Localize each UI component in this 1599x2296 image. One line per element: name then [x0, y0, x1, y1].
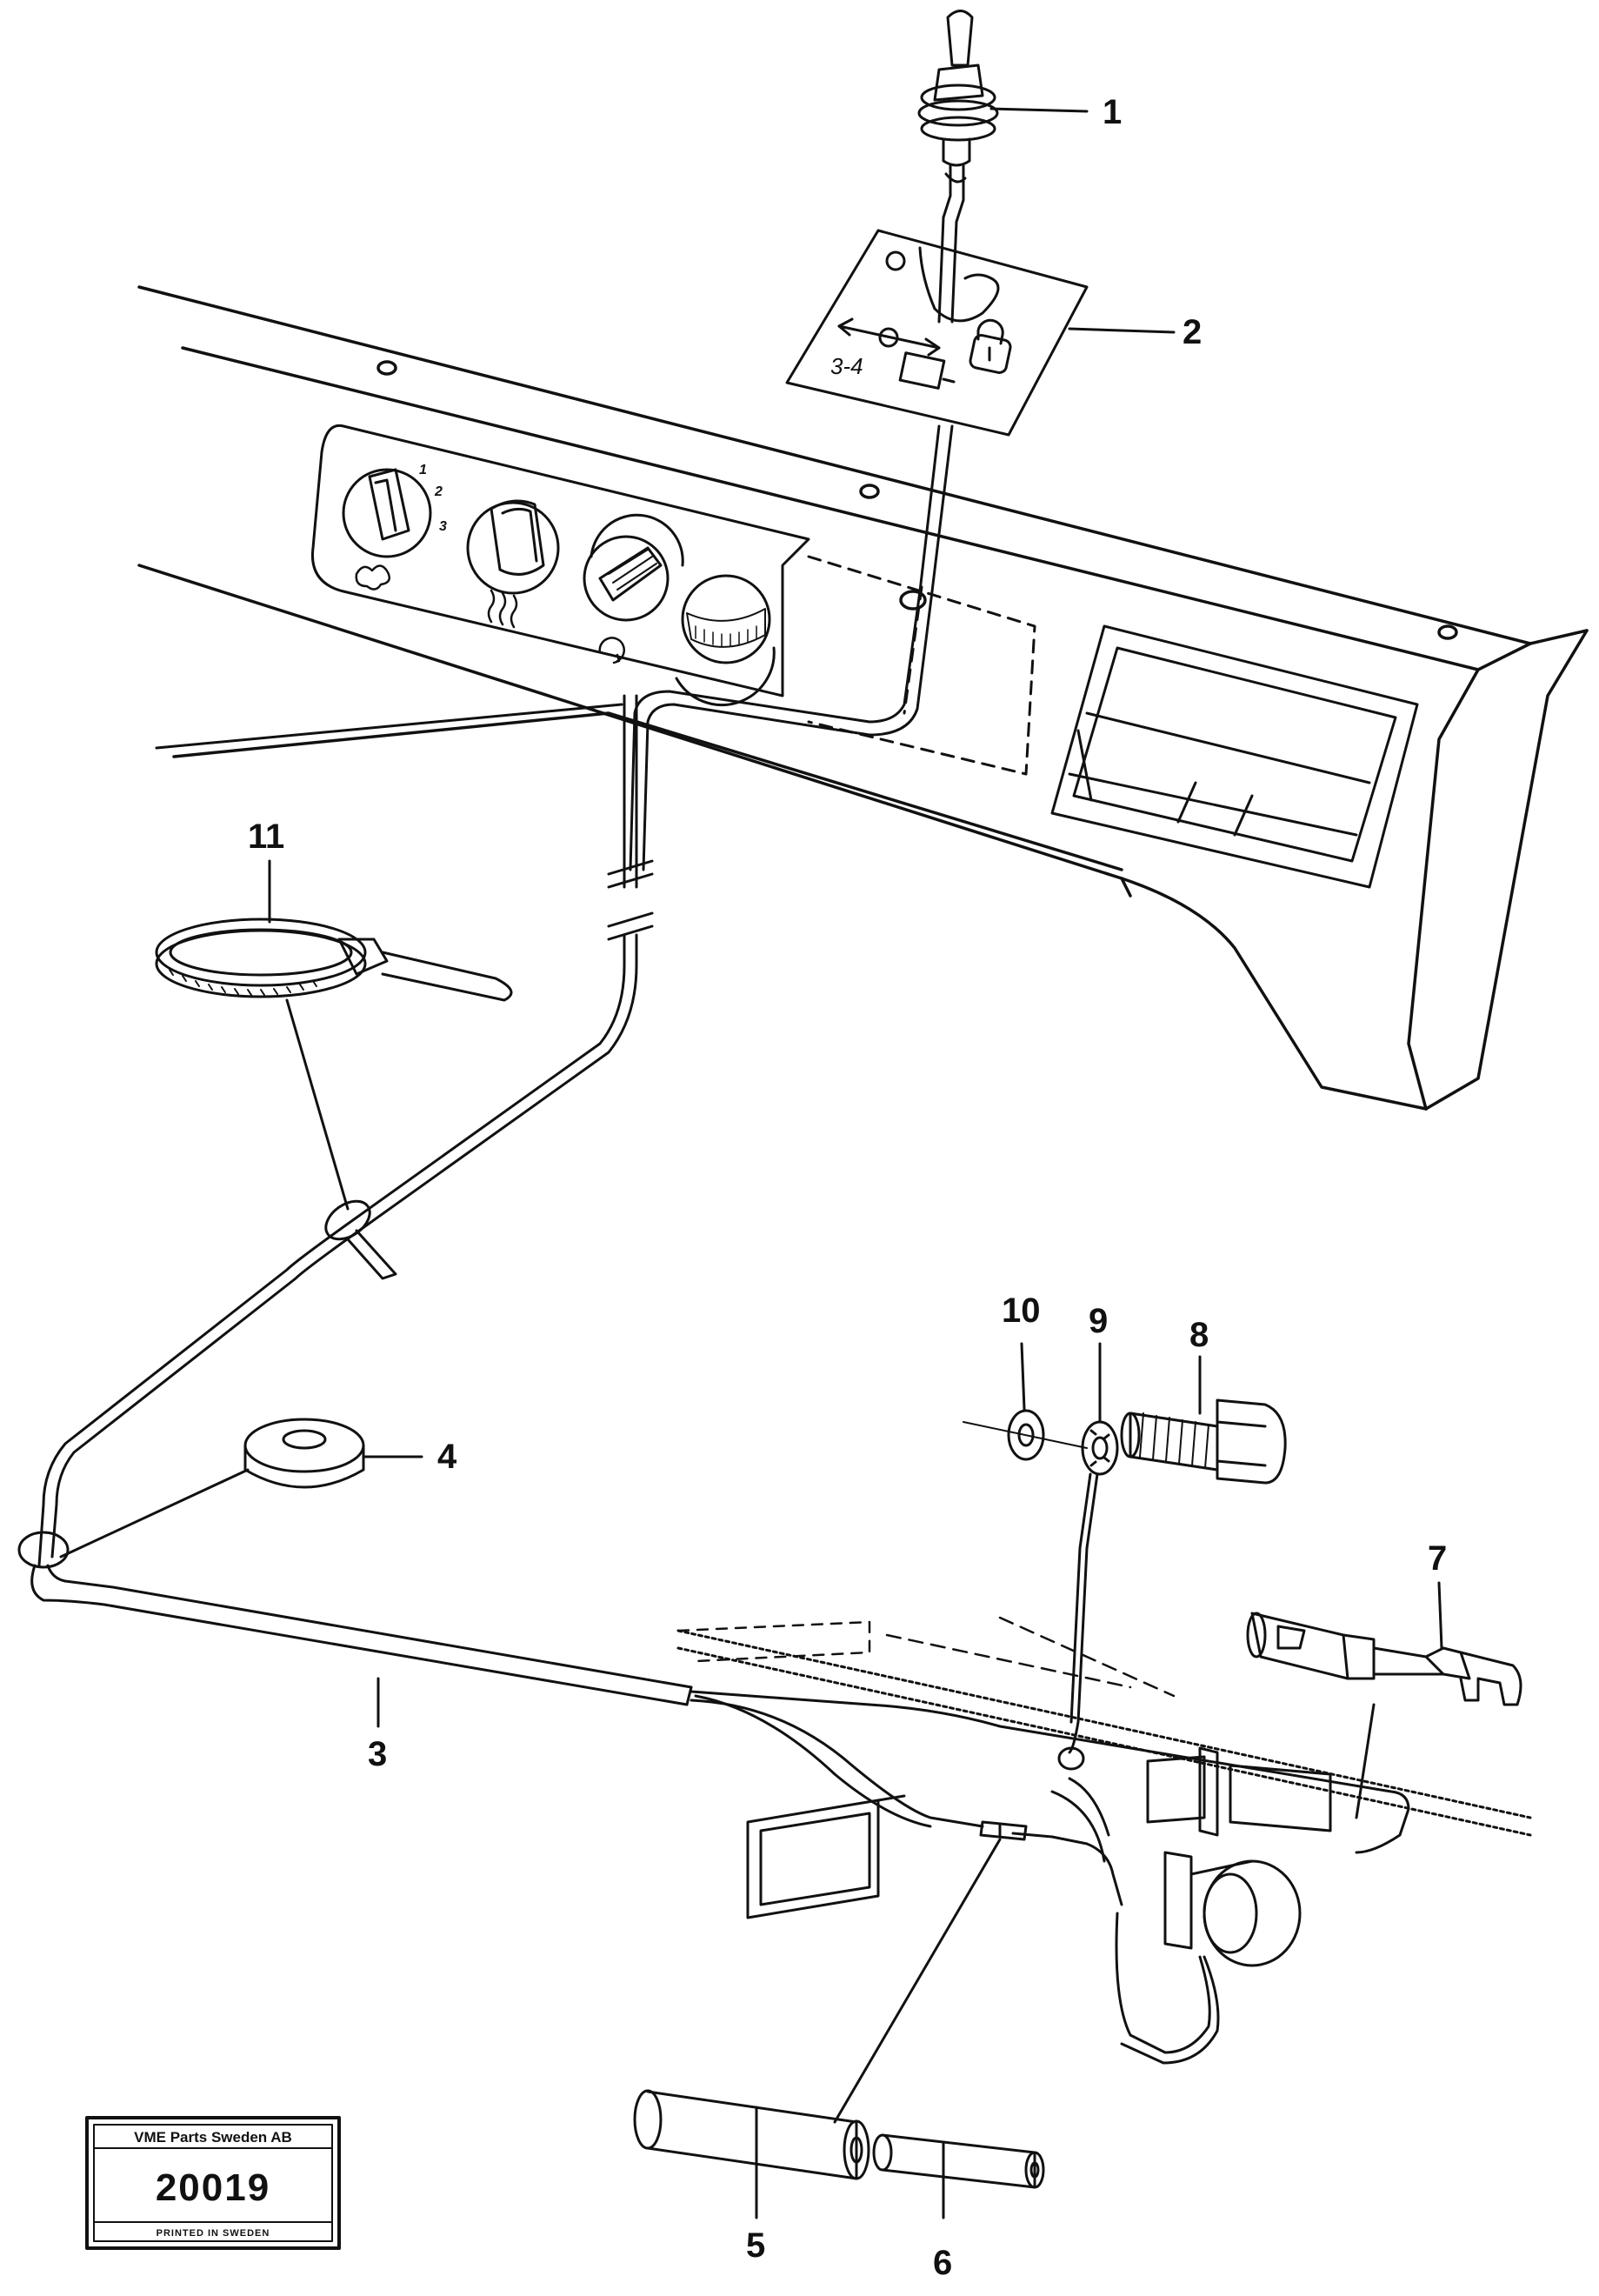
callout-11: 11 [248, 818, 284, 856]
temperature-knob [675, 574, 776, 707]
callout-6: 6 [933, 2244, 952, 2282]
bolt [1120, 1398, 1287, 1485]
callout-5: 5 [746, 2226, 765, 2265]
switch [917, 10, 999, 324]
installed-cable-tie [324, 1199, 397, 1280]
callout-9: 9 [1089, 1302, 1108, 1340]
dashboard-panel [137, 285, 1589, 1111]
plate-company: VME Parts Sweden AB [134, 2129, 292, 2146]
connector [1246, 1612, 1522, 1706]
heat-knob [466, 499, 560, 629]
plate-number: 20019 [156, 2166, 270, 2209]
slide-arrow [837, 324, 941, 350]
fan-icon [355, 564, 390, 591]
bolt-assembly [963, 1398, 1287, 1771]
callout-3: 3 [368, 1735, 387, 1773]
lock-icon [969, 318, 1012, 374]
butt-connector-large [633, 2089, 870, 2180]
chassis-frame [676, 1616, 1532, 2065]
callout-7: 7 [1428, 1539, 1447, 1578]
switch-bracket: 3-4 [785, 229, 1089, 437]
fan-speed-knob: 1 2 3 [342, 463, 447, 591]
connector-symbol [898, 351, 946, 390]
callout-10: 10 [1002, 1292, 1041, 1330]
heat-icon [487, 589, 518, 629]
callout-1: 1 [1103, 93, 1122, 131]
recirculation-knob [583, 513, 684, 664]
fan-dial-number-3: 3 [439, 519, 447, 534]
ring-terminal [1057, 1746, 1085, 1771]
callout-2: 2 [1183, 313, 1202, 351]
callout-8: 8 [1189, 1316, 1209, 1354]
callout-numbers: 1 2 3 4 5 6 7 8 9 10 11 [248, 93, 1447, 2282]
butt-connector-small [872, 2133, 1045, 2189]
butt-connector-in-line [979, 1820, 1028, 1841]
leader-lines [59, 107, 1443, 2219]
dashboard-storage-tray [1050, 624, 1419, 889]
fan-dial-number-2: 2 [434, 484, 443, 499]
cable-tie [155, 918, 513, 1002]
horn [1189, 1859, 1302, 1967]
grommet [243, 1418, 365, 1489]
plate-printed: PRINTED IN SWEDEN [157, 2228, 270, 2239]
cable-harness [17, 424, 1410, 1906]
bracket-label: 3-4 [830, 353, 863, 379]
callout-4: 4 [437, 1438, 457, 1476]
recirculation-icon [598, 637, 626, 664]
fan-dial-number-1: 1 [419, 463, 427, 477]
id-plate: VME Parts Sweden AB 20019 PRINTED IN SWE… [85, 2116, 341, 2250]
washer [1007, 1409, 1045, 1461]
